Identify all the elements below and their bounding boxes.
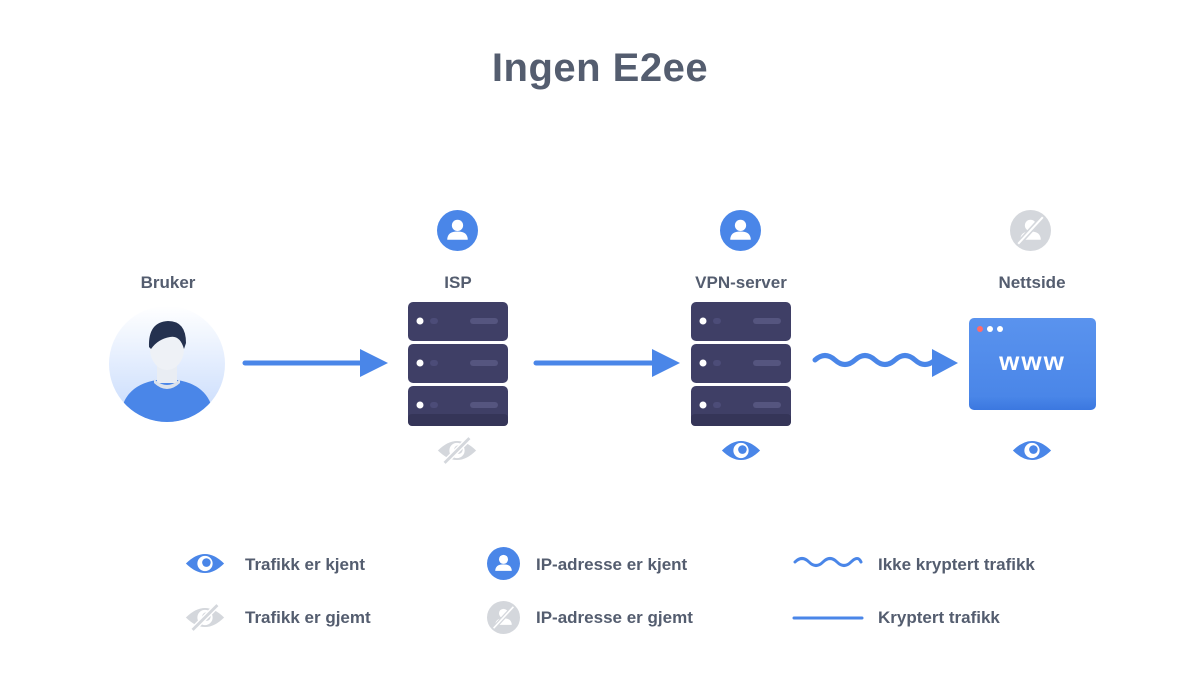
traffic-known-icon xyxy=(1011,437,1053,464)
legend-ip-known-label: IP-adresse er kjent xyxy=(536,555,688,574)
traffic-hidden-icon xyxy=(436,437,478,464)
legend-traffic-hidden-icon xyxy=(184,604,226,631)
encrypted-arrow-isp-vpn xyxy=(533,349,680,377)
legend-traffic-hidden-label: Trafikk er gjemt xyxy=(245,608,371,627)
legend-unencrypted-line xyxy=(793,557,863,567)
legend-ip-known-icon xyxy=(487,547,520,580)
legend-encrypted-label: Kryptert trafikk xyxy=(878,608,1000,627)
isp-server xyxy=(408,302,508,426)
page-title: Ingen E2ee xyxy=(491,46,709,90)
legend-unencrypted-label: Ikke kryptert trafikk xyxy=(878,555,1035,574)
user-avatar xyxy=(109,306,225,422)
legend-ip-hidden-icon xyxy=(487,601,520,634)
traffic-known-icon xyxy=(720,437,762,464)
node-label-website: Nettside xyxy=(998,273,1066,292)
legend-traffic-known-label: Trafikk er kjent xyxy=(245,555,366,574)
legend-encrypted-line xyxy=(792,616,864,620)
ip-known-icon xyxy=(437,210,478,251)
legend-ip-hidden-label: IP-adresse er gjemt xyxy=(536,608,693,627)
node-label-isp: ISP xyxy=(444,273,472,292)
unencrypted-arrow-vpn-website xyxy=(812,349,958,377)
node-label-vpn: VPN-server xyxy=(695,273,787,292)
encrypted-arrow-user-isp xyxy=(242,349,388,377)
ip-known-icon xyxy=(720,210,761,251)
legend-traffic-known-icon xyxy=(184,550,226,577)
ip-hidden-icon xyxy=(1010,210,1051,251)
vpn-server xyxy=(691,302,791,426)
website-window xyxy=(969,318,1096,410)
website-screen-text: www xyxy=(999,346,1066,376)
node-label-user: Bruker xyxy=(140,273,196,292)
